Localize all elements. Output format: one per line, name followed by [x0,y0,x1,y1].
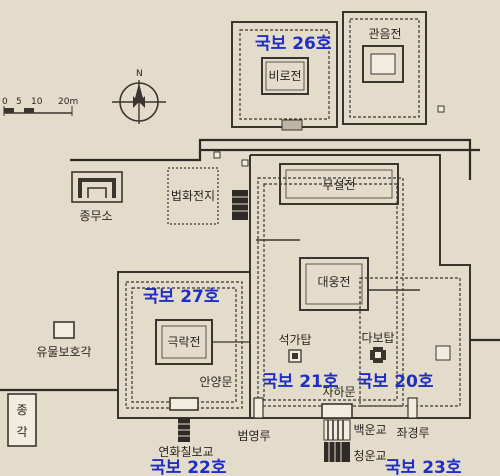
scale-tick-label: 20m [58,97,78,107]
museoljeon-building [279,163,399,205]
yumulbohogak-building [53,321,75,339]
dabotap-pagoda-icon [370,347,386,363]
stairs-icon [232,190,248,220]
building-label-jongmuso: 종무소 [79,209,112,223]
building-label-daeungjeon: 대웅전 [317,275,350,289]
national-treasure-label: 국보 26호 [255,34,332,54]
scale-tick-label: 0 [2,97,8,107]
cheongungyo-stairs [324,442,350,462]
building-label-yeonhwachilbogyo: 연화칠보교 [158,445,213,459]
national-treasure-label: 국보 22호 [150,458,227,476]
building-label-jwagyeongnu: 좌경루 [396,426,429,440]
national-treasure-label: 국보 27호 [143,287,220,307]
building-label-jahamun: 자하문 [322,385,355,399]
svg-text:종각: 종각 [16,403,27,439]
geungnakjeon-precinct-wall [117,271,251,419]
north-compass-icon [112,80,166,124]
baegungyo-stairs [323,419,351,441]
scale-tick-label: 5 [16,97,22,107]
compass-north-label: N [136,69,143,79]
building-label-beophwajeonji: 법화전지 [171,189,215,203]
building-label-museoljeon: 무설전 [322,178,355,192]
national-treasure-label: 국보 23호 [385,458,462,476]
gwaneumjeon-building [362,45,404,83]
gwaneumjeon-precinct-wall [342,11,427,125]
national-treasure-label: 국보 21호 [262,372,339,392]
jahamun-gate [321,403,353,419]
yeonhwachilbogyo-stairs [178,418,190,442]
beophwajeon-site [167,167,219,225]
jongmuso-building [71,171,123,203]
anyangmun-gate [169,397,199,411]
jonggak-building [7,393,37,447]
building-label-anyangmun: 안양문 [199,375,232,389]
building-label-gwaneumjeon: 관음전 [368,27,401,41]
building-label-dabotap: 다보탑 [361,331,394,345]
birojeon-building [261,57,309,95]
national-treasure-label: 국보 20호 [357,372,434,392]
building-label-geungnakjeon: 극락전 [167,335,200,349]
building-label-yumulbohogak: 유물보호각 [36,345,91,359]
building-label-birojeon: 비로전 [268,69,301,83]
scale-bar: 0 5 10 20m [2,97,78,116]
daeungjeon-building [299,257,369,311]
building-label-cheongungyo: 청운교 [353,449,386,463]
building-label-beomyeongnu: 범영루 [237,429,270,443]
building-label-baegungyo: 백운교 [353,423,386,437]
scale-tick-label: 10 [31,97,43,107]
building-label-seokgatap: 석가탑 [278,333,311,347]
